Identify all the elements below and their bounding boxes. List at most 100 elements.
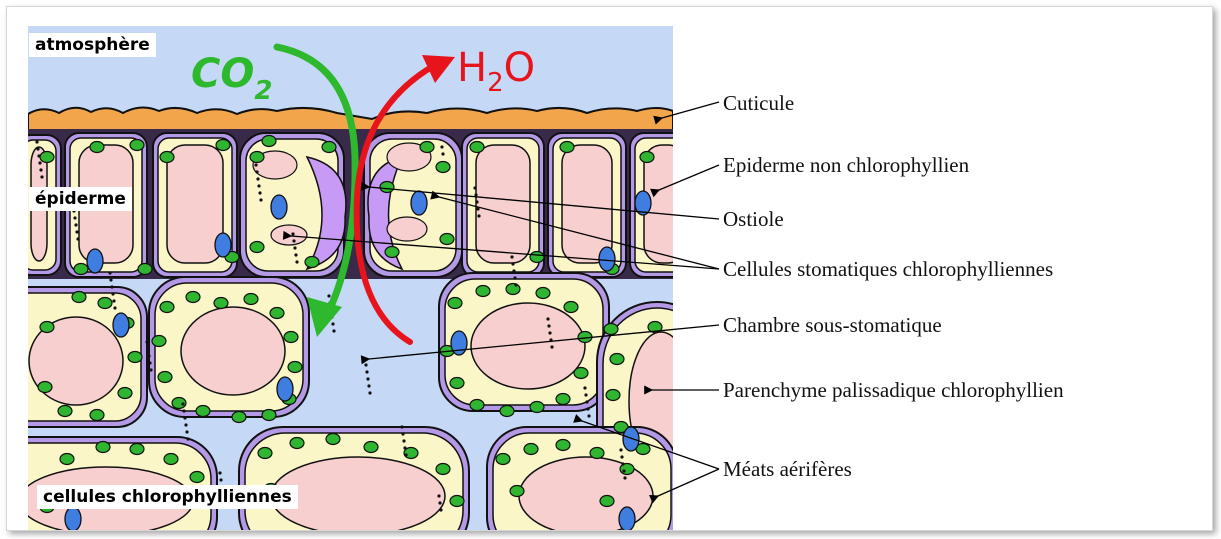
chloroplast [440, 234, 454, 245]
granule [621, 462, 624, 465]
chloroplast [606, 390, 620, 401]
chloroplast [556, 394, 570, 405]
epidermal-vacuole [476, 145, 530, 263]
callout-parenchyme: Parenchyme palissadique chlorophyllien [723, 378, 1064, 402]
label-epiderme: épiderme [29, 187, 132, 211]
granule [112, 299, 115, 302]
granule [587, 414, 590, 417]
granule [367, 384, 370, 387]
granule [111, 292, 114, 295]
callout-meats: Méats aérifères [723, 457, 852, 481]
chloroplast [158, 372, 172, 383]
granule [473, 186, 476, 189]
nucleus [87, 249, 103, 273]
granule [38, 161, 41, 164]
granule [583, 386, 586, 389]
chloroplast [322, 142, 336, 153]
granule [258, 191, 261, 194]
chloroplast [74, 264, 88, 275]
granule [259, 198, 262, 201]
label-cellules-chlorophylliennes: cellules chlorophylliennes [37, 485, 298, 509]
chloroplast [96, 442, 110, 453]
granule [181, 402, 184, 405]
chloroplast [214, 298, 228, 309]
granule [147, 354, 150, 357]
chloroplast [290, 438, 304, 449]
chloroplast [98, 298, 112, 309]
granule [257, 184, 260, 187]
chloroplast [190, 472, 204, 483]
nucleus [65, 507, 81, 530]
granule [622, 469, 625, 472]
granule [332, 329, 335, 332]
callout-cuticule: Cuticule [723, 91, 794, 115]
chloroplast [524, 444, 538, 455]
granule [510, 255, 513, 258]
chloroplast [60, 454, 74, 465]
chloroplast [160, 302, 174, 313]
mesophyll-vacuole [181, 307, 285, 395]
chloroplast [560, 142, 574, 153]
callout-ostiole: Ostiole [723, 207, 784, 231]
granule [511, 262, 514, 265]
chloroplast [270, 308, 284, 319]
chloroplast [138, 264, 152, 275]
granule [513, 276, 516, 279]
chloroplast [128, 352, 142, 363]
granule [331, 322, 334, 325]
granule [327, 294, 330, 297]
granule [110, 285, 113, 288]
granule [619, 448, 622, 451]
chloroplast [600, 496, 614, 507]
chloroplast [152, 336, 166, 347]
granule [183, 416, 186, 419]
chloroplast [470, 400, 484, 411]
chloroplast [436, 464, 450, 475]
chloroplast [232, 412, 246, 423]
chloroplast [385, 247, 399, 258]
granule [584, 393, 587, 396]
granule [295, 260, 298, 263]
chloroplast [186, 292, 200, 303]
granule [401, 432, 404, 435]
granule [586, 407, 589, 410]
chloroplast [530, 252, 544, 263]
granule [113, 306, 116, 309]
chloroplast [556, 440, 570, 451]
chloroplast [510, 486, 524, 497]
granule [36, 147, 39, 150]
chloroplast [250, 152, 264, 163]
granule [292, 239, 295, 242]
chloroplast [574, 368, 588, 379]
chloroplast [326, 434, 340, 445]
nucleus [619, 507, 635, 530]
granule [437, 494, 440, 497]
granule [74, 223, 77, 226]
granule [366, 377, 369, 380]
chloroplast [244, 294, 258, 305]
granule [364, 363, 367, 366]
chloroplast [284, 332, 298, 343]
nucleus [411, 191, 427, 215]
chloroplast [130, 140, 144, 151]
chloroplast [506, 284, 520, 295]
granule [547, 324, 550, 327]
mesophyll-vacuole [471, 303, 585, 389]
granule [184, 423, 187, 426]
chloroplast [90, 142, 104, 153]
chloroplast [216, 140, 230, 151]
chloroplast [470, 142, 484, 153]
granule [440, 145, 443, 148]
nucleus [271, 195, 287, 219]
granule [293, 246, 296, 249]
chloroplast [250, 242, 264, 253]
granule [148, 361, 151, 364]
chloroplast [164, 454, 178, 465]
chloroplast [118, 388, 132, 399]
chloroplast [420, 142, 434, 153]
granule [109, 278, 112, 281]
chloroplast [496, 454, 510, 465]
chloroplast [590, 448, 604, 459]
granule [620, 455, 623, 458]
granule [400, 425, 403, 428]
